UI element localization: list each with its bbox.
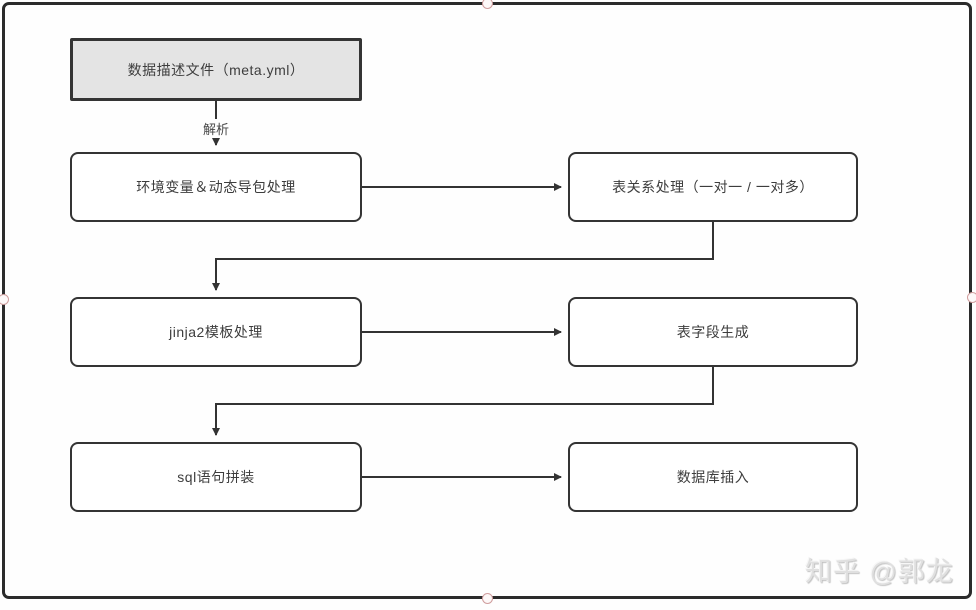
resize-handle-right[interactable] [967, 292, 976, 303]
watermark-zhihu: 知乎 @郭龙 [805, 557, 954, 587]
node-db-insert[interactable]: 数据库插入 [568, 442, 858, 512]
resize-handle-top[interactable] [482, 0, 493, 9]
node-table-fields-label: 表字段生成 [676, 324, 750, 340]
resize-handle-left[interactable] [0, 294, 9, 305]
node-table-relation[interactable]: 表关系处理（一对一 / 一对多） [568, 152, 858, 222]
node-meta-yml-label: 数据描述文件（meta.yml） [127, 61, 305, 78]
node-db-insert-label: 数据库插入 [676, 469, 750, 485]
node-meta-yml[interactable]: 数据描述文件（meta.yml） [70, 38, 362, 101]
node-table-fields[interactable]: 表字段生成 [568, 297, 858, 367]
node-env-import[interactable]: 环境变量＆动态导包处理 [70, 152, 362, 222]
edge-label-parse: 解析 [200, 119, 233, 138]
node-sql-assemble-label: sql语句拼装 [177, 469, 255, 485]
edge-fields-to-sql [212, 367, 714, 436]
node-jinja2-template[interactable]: jinja2模板处理 [70, 297, 362, 367]
node-sql-assemble[interactable]: sql语句拼装 [70, 442, 362, 512]
node-env-import-label: 环境变量＆动态导包处理 [136, 179, 296, 195]
node-jinja2-template-label: jinja2模板处理 [169, 324, 263, 340]
node-table-relation-label: 表关系处理（一对一 / 一对多） [612, 179, 814, 195]
resize-handle-bottom[interactable] [482, 593, 493, 604]
edge-relation-to-jinja [212, 222, 714, 291]
